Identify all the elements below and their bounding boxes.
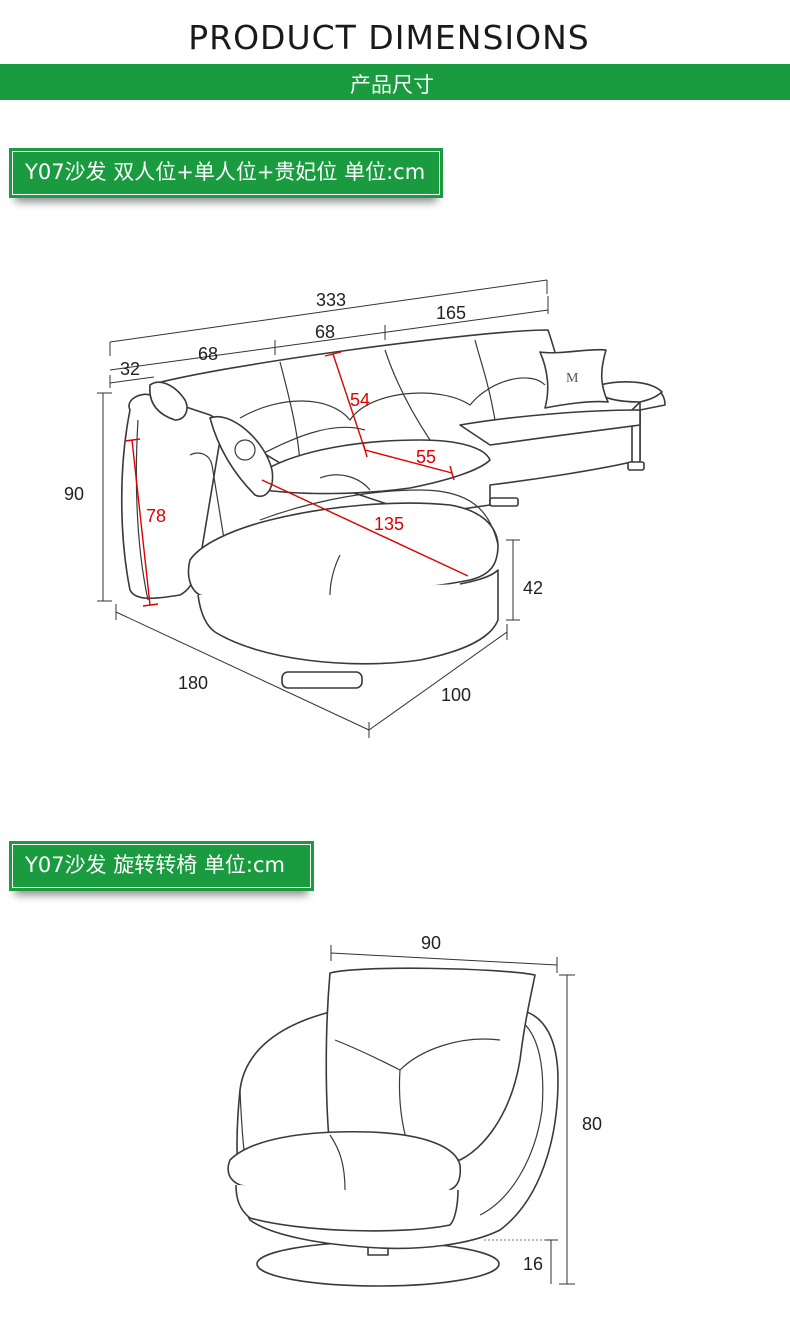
dim-arm: 32 <box>120 359 140 379</box>
dim-chair-base-height: 16 <box>523 1254 543 1274</box>
dim-chaise-width: 100 <box>441 685 471 705</box>
dim-right-section: 165 <box>436 303 466 323</box>
sofa-outline: M <box>120 329 666 689</box>
sofa-section-label-text: Y07沙发 双人位+单人位+贵妃位 单位:cm <box>12 151 440 195</box>
chair-dimension-lines <box>330 945 575 1285</box>
subtitle-text: 产品尺寸 <box>350 73 434 97</box>
dim-height: 90 <box>64 484 84 504</box>
dim-seat-height: 42 <box>523 578 543 598</box>
chair-section-label: Y07沙发 旋转转椅 单位:cm <box>9 841 314 891</box>
dim-depth: 180 <box>178 673 208 693</box>
subtitle-banner: 产品尺寸 <box>0 64 790 100</box>
dim-seat-left: 68 <box>198 344 218 364</box>
dim-total-width: 333 <box>316 290 346 310</box>
page-title: PRODUCT DIMENSIONS <box>188 18 590 57</box>
sofa-drawing: M 333 165 68 68 32 90 42 180 100 78 54 5… <box>64 279 666 738</box>
chair-section-label-text: Y07沙发 旋转转椅 单位:cm <box>12 844 311 888</box>
sofa-dimension-lines <box>97 279 549 738</box>
dim-back-height: 78 <box>146 506 166 526</box>
dim-chair-height: 80 <box>582 1114 602 1134</box>
dim-seat-middle: 68 <box>315 322 335 342</box>
dim-back-depth: 54 <box>350 390 370 410</box>
dim-seat-depth: 55 <box>416 447 436 467</box>
sofa-section-label: Y07沙发 双人位+单人位+贵妃位 单位:cm <box>9 148 443 198</box>
chair-outline <box>227 967 559 1287</box>
dim-chair-width: 90 <box>421 933 441 953</box>
dim-chaise-length: 135 <box>374 514 404 534</box>
pillow-m-mark: M <box>566 371 579 386</box>
sofa-red-annotations <box>124 351 469 607</box>
